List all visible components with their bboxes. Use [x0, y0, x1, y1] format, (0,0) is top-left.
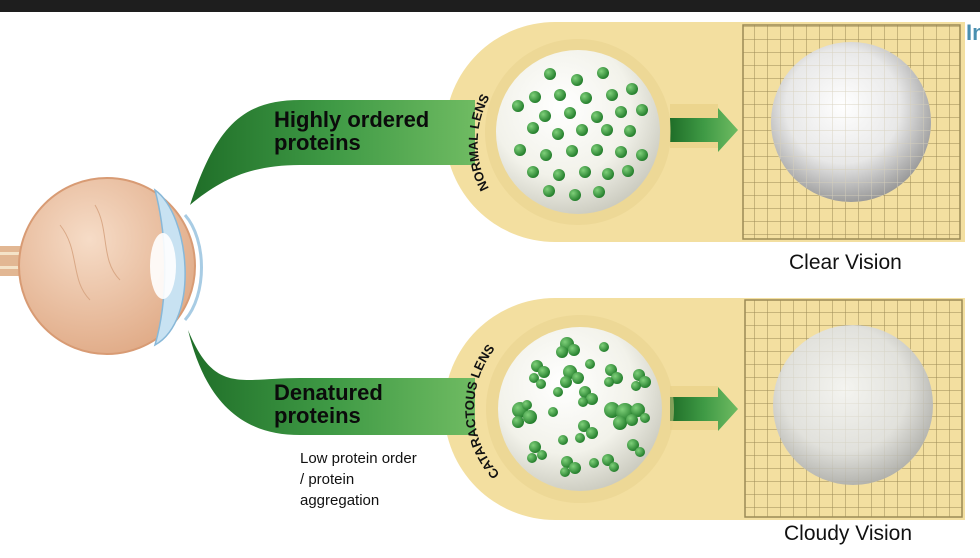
- top-green-band: [190, 100, 475, 205]
- cloudy-vision-sphere: [773, 325, 933, 485]
- aggregation-note-line3: aggregation: [300, 492, 380, 509]
- eye-icon: [0, 177, 203, 355]
- arrow-right-icon: [670, 386, 738, 431]
- aggregation-note-line1: Low protein order: [300, 450, 417, 467]
- arrow-right-icon: [670, 104, 738, 152]
- bottom-protein-label-line1: Denatured: [274, 380, 383, 405]
- aggregated-protein-clusters: [512, 337, 651, 477]
- clear-vision-sphere: [771, 42, 931, 202]
- top-protein-label-line1: Highly ordered: [274, 107, 430, 132]
- clear-vision-caption: Clear Vision: [789, 251, 902, 274]
- cloudy-vision-caption: Cloudy Vision: [784, 522, 913, 545]
- aggregation-note-line2: / protein: [300, 471, 355, 488]
- top-bar: [0, 0, 980, 12]
- top-protein-label-line2: proteins: [274, 130, 361, 155]
- cropped-heading-text: In: [966, 20, 980, 45]
- bottom-protein-label-line2: proteins: [274, 403, 361, 428]
- ordered-protein-dots: [512, 67, 648, 201]
- bottom-green-band: [188, 330, 475, 435]
